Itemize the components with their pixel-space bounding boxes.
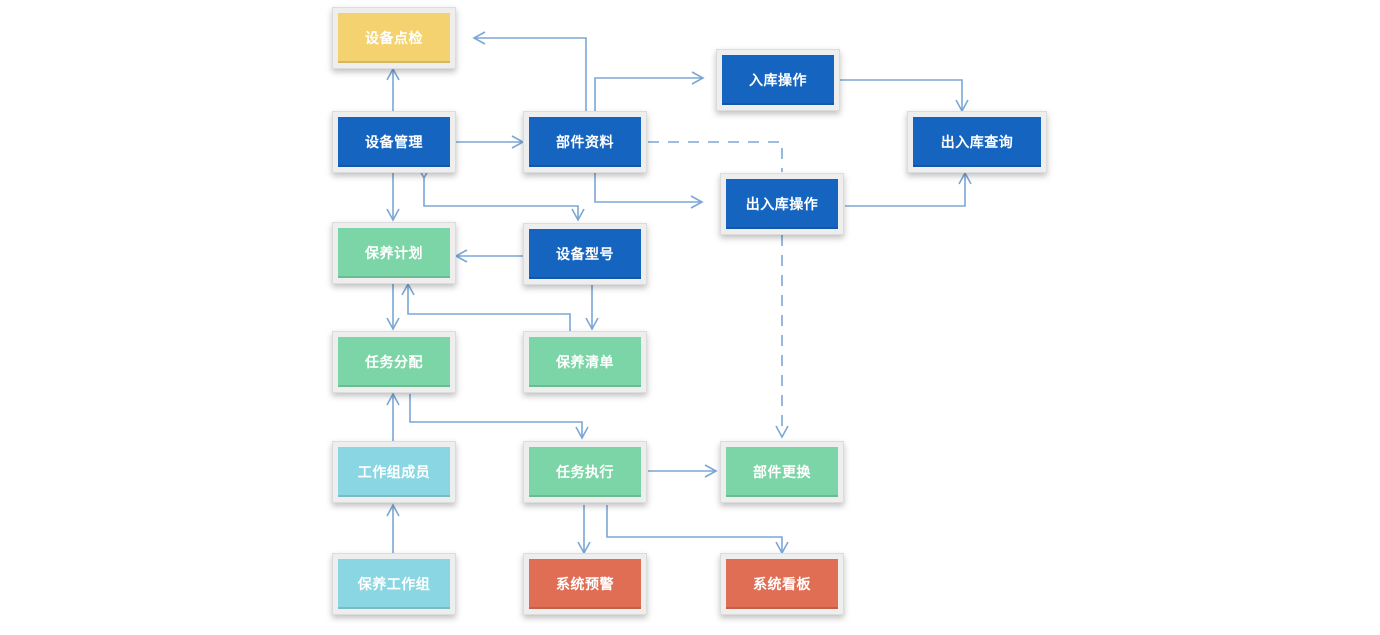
node-label: 设备型号: [529, 229, 641, 279]
node-system-alert[interactable]: 系统预警: [523, 553, 647, 615]
node-parts-replacement[interactable]: 部件更换: [720, 441, 844, 503]
node-equipment-management[interactable]: 设备管理: [332, 111, 456, 173]
node-label: 出入库操作: [726, 179, 838, 229]
node-label: 系统看板: [726, 559, 838, 609]
node-inout-operation[interactable]: 出入库操作: [720, 173, 844, 235]
node-maintenance-workgroup[interactable]: 保养工作组: [332, 553, 456, 615]
edge-execution-to-dashboard: [606, 505, 789, 555]
edge-parts-to-inout: [594, 173, 704, 209]
node-label: 保养工作组: [338, 559, 450, 609]
node-label: 系统预警: [529, 559, 641, 609]
node-maintenance-plan[interactable]: 保养计划: [332, 222, 456, 284]
node-label: 工作组成员: [338, 447, 450, 497]
node-parts-data[interactable]: 部件资料: [523, 111, 647, 173]
node-inbound-operation[interactable]: 入库操作: [716, 49, 840, 111]
node-label: 部件资料: [529, 117, 641, 167]
node-inout-query[interactable]: 出入库查询: [907, 111, 1047, 173]
node-label: 出入库查询: [913, 117, 1041, 167]
edge-assignment-to-execution: [409, 394, 589, 440]
edge-parts-to-check: [472, 31, 587, 111]
node-label: 设备点检: [338, 13, 450, 63]
edge-management-model: [417, 166, 585, 222]
node-label: 保养清单: [529, 337, 641, 387]
node-label: 保养计划: [338, 228, 450, 278]
node-task-assignment[interactable]: 任务分配: [332, 331, 456, 393]
edge-inbound-to-query: [840, 79, 969, 113]
node-label: 部件更换: [726, 447, 838, 497]
node-maintenance-list[interactable]: 保养清单: [523, 331, 647, 393]
edge-parts-to-inbound: [594, 71, 705, 111]
node-system-dashboard[interactable]: 系统看板: [720, 553, 844, 615]
node-equipment-check[interactable]: 设备点检: [332, 7, 456, 69]
node-workgroup-members[interactable]: 工作组成员: [332, 441, 456, 503]
node-label: 入库操作: [722, 55, 834, 105]
node-label: 任务分配: [338, 337, 450, 387]
node-equipment-model[interactable]: 设备型号: [523, 223, 647, 285]
node-label: 设备管理: [338, 117, 450, 167]
edge-parts-dashed: [648, 141, 783, 172]
node-task-execution[interactable]: 任务执行: [523, 441, 647, 503]
edge-list-to-plan: [401, 282, 571, 331]
edge-inout-to-query: [845, 171, 972, 207]
node-label: 任务执行: [529, 447, 641, 497]
